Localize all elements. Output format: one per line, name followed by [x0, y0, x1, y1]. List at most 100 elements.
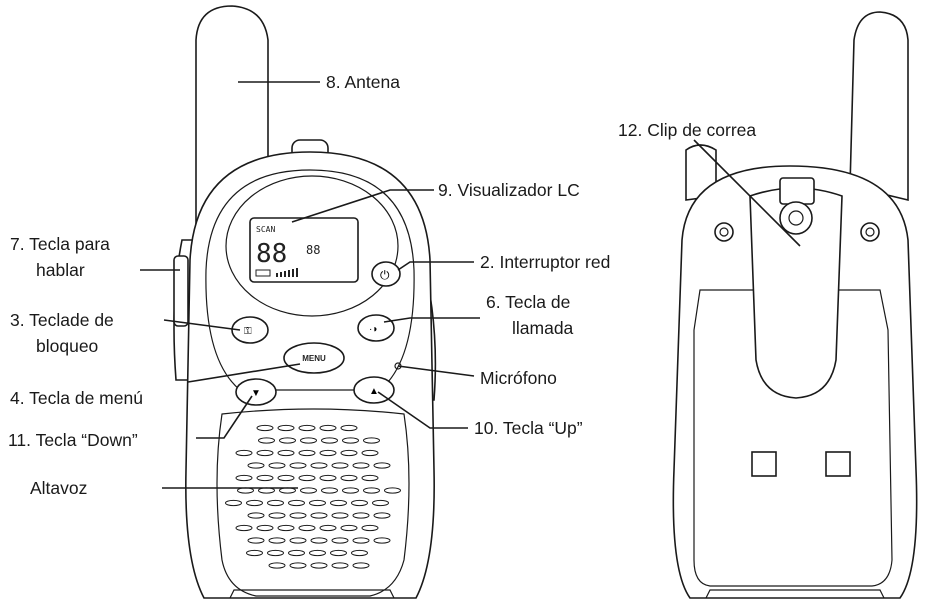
belt-clip-hole	[779, 201, 813, 235]
speaker-slot	[289, 562, 307, 569]
speaker-slot	[289, 462, 307, 469]
speaker-slot	[319, 524, 337, 532]
speaker-slot	[373, 537, 391, 544]
lcd-channel: 88	[256, 239, 287, 269]
front-body	[185, 151, 435, 599]
speaker-slot	[247, 462, 265, 469]
back-square-right	[825, 451, 851, 477]
speaker-slot	[331, 462, 349, 469]
speaker-slot	[330, 549, 347, 557]
label-down: 11. Tecla “Down”	[8, 430, 138, 450]
menu-key[interactable]	[283, 342, 345, 374]
speaker-slot	[277, 424, 295, 432]
speaker-slot	[321, 437, 338, 444]
speaker-slot	[267, 549, 284, 557]
speaker-slot	[352, 537, 370, 544]
label-llamada-line1: 6. Tecla de	[486, 292, 570, 312]
speaker-slot	[298, 524, 316, 532]
lcd-battery-icon	[255, 269, 271, 277]
speaker-slot	[247, 512, 265, 519]
label-clip: 12. Clip de correa	[618, 120, 756, 140]
front-view: SCAN 88 88 ⏻ ⚿ ·◗ MENU ▼ ▲	[173, 5, 437, 599]
speaker-slot	[310, 462, 328, 469]
speaker-slot	[321, 487, 338, 494]
speaker-slot	[372, 499, 389, 507]
speaker-slot	[256, 524, 274, 532]
label-altavoz: Altavoz	[30, 478, 87, 498]
back-view	[672, 11, 918, 599]
speaker-slot	[351, 549, 368, 557]
speaker-slot	[300, 437, 317, 444]
speaker-slot	[340, 524, 358, 532]
speaker-slot	[310, 562, 328, 569]
speaker-slot	[298, 449, 316, 457]
front-face-plate	[205, 169, 415, 391]
speaker-slot	[373, 462, 391, 469]
back-antenna-right	[849, 11, 909, 202]
speaker-slot	[319, 449, 337, 457]
belt-clip-latch	[779, 177, 815, 205]
front-bottom-foot	[229, 589, 395, 599]
speaker-slot	[256, 449, 274, 457]
speaker-slot	[342, 437, 359, 444]
down-key[interactable]	[235, 378, 277, 406]
speaker-slot	[268, 462, 286, 469]
speaker-slot	[225, 499, 242, 507]
leader-llamada	[383, 317, 480, 323]
speaker-slot	[340, 424, 358, 432]
speaker-slot	[298, 474, 316, 482]
speaker-slot	[330, 499, 347, 507]
leader-clip	[693, 139, 801, 247]
belt-clip-hole-inner	[788, 210, 804, 226]
speaker-slot	[268, 512, 286, 519]
label-bloqueo-line1: 3. Teclade de	[10, 310, 114, 330]
label-up: 10. Tecla “Up”	[474, 418, 583, 438]
leader-lines	[140, 81, 801, 489]
label-microfono: Micrófono	[480, 368, 557, 388]
label-visualizador: 9. Visualizador LC	[438, 180, 580, 200]
speaker-slot	[247, 537, 265, 544]
speaker-slot	[363, 437, 380, 444]
speaker-slot	[331, 512, 349, 519]
leader-microfono	[397, 365, 475, 377]
leader-visualizador	[291, 189, 434, 223]
ptt-key[interactable]	[173, 255, 189, 327]
back-screw-left	[714, 222, 734, 242]
speaker-slot	[331, 537, 349, 544]
speaker-grille	[225, 424, 401, 569]
speaker-slot	[361, 449, 379, 457]
lock-key[interactable]	[231, 316, 269, 344]
leader-up	[377, 391, 468, 429]
leader-bloqueo	[163, 319, 241, 331]
speaker-slot	[309, 549, 326, 557]
label-llamada-line2: llamada	[512, 318, 574, 338]
power-icon: ⏻	[380, 268, 390, 282]
back-panel	[693, 289, 893, 587]
leader-menu	[187, 363, 301, 383]
speaker-slot	[352, 512, 370, 519]
speaker-slot	[268, 537, 286, 544]
speaker-slot	[235, 474, 253, 482]
speaker-slot	[363, 487, 380, 494]
label-hablar-line2: hablar	[36, 260, 85, 280]
label-bloqueo-line2: bloqueo	[36, 336, 98, 356]
back-screw-right	[860, 222, 880, 242]
speaker-slot	[300, 487, 317, 494]
lcd-signal-bars	[276, 268, 298, 277]
lock-key-icon: ⚿	[244, 326, 252, 337]
lcd-subchannel: 88	[306, 243, 320, 257]
speaker-panel	[216, 408, 410, 597]
speaker-slot	[235, 449, 253, 457]
speaker-slot	[310, 537, 328, 544]
speaker-slot	[288, 549, 305, 557]
leader-interruptor	[397, 261, 474, 271]
label-antena: 8. Antena	[326, 72, 400, 92]
speaker-slot	[246, 549, 263, 557]
speaker-slot	[384, 487, 401, 494]
speaker-slot	[267, 499, 284, 507]
speaker-slot	[319, 474, 337, 482]
speaker-slot	[342, 487, 359, 494]
speaker-slot	[256, 474, 274, 482]
speaker-slot	[361, 524, 379, 532]
power-button[interactable]	[371, 261, 401, 287]
